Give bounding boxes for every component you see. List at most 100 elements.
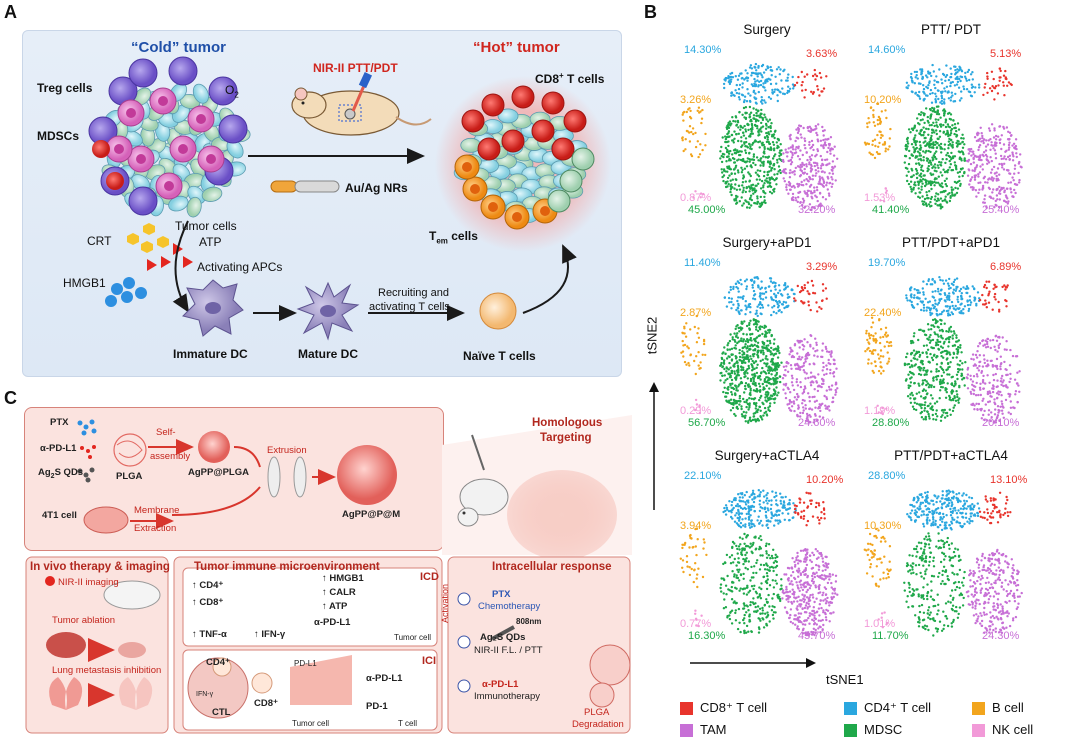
ptx-particles [77,419,97,436]
tsne-point [767,520,770,523]
tsne-point [775,141,778,144]
tsne-point [741,353,744,356]
tsne-point [960,292,963,295]
tsne-point [1002,416,1005,419]
tsne-point [790,161,794,164]
tsne-point [926,355,929,359]
tsne-point [981,186,985,190]
tsne-point [935,400,939,403]
tsne-point [722,82,726,86]
tsne-point [936,303,939,306]
tsne-point [910,187,913,191]
tsne-point [954,73,957,76]
tsne-point [953,155,957,158]
tsne-point [915,408,918,412]
tsne-point [1014,355,1018,358]
percentage-tam: 24.60% [798,417,836,429]
tsne-point [918,355,921,358]
tsne-point [1009,372,1012,376]
tsne-point [772,586,776,589]
tsne-point [987,292,991,295]
tsne-point [934,143,937,146]
tsne-point [811,375,814,378]
tsne-point [733,198,736,201]
tsne-point [924,401,927,404]
tsne-point [912,407,916,411]
tsne-point [876,133,879,137]
tsne-point [921,379,925,382]
tsne-point [765,516,768,519]
tsne-point [687,347,690,350]
tsne-point [782,373,786,377]
percentage-cd8: 3.29% [806,261,838,273]
tsne-point [700,121,703,125]
tsne-point [974,394,978,397]
tsne-point [738,200,741,203]
tsne-point [991,338,995,342]
tsne-point [766,161,770,164]
tsne-point [827,146,830,150]
tsne-point [785,361,788,364]
tsne-point [953,123,957,126]
tsne-point [816,188,819,192]
tsne-point [977,138,980,141]
tsne-point [924,140,927,143]
cd8-t-cells-label: CD8+ T cells [535,71,605,86]
tsne-point [991,363,994,367]
percentage-b: 3.26% [680,94,712,106]
tsne-point [829,152,832,155]
tsne-point [685,555,689,558]
tsne-point [932,346,935,350]
tsne-point [723,367,726,371]
tsne-point [914,155,918,158]
tsne-point [949,335,952,339]
tsne-point [997,390,1000,393]
tsne-point [765,177,768,180]
tsne-point [913,82,916,85]
tsne-point [755,108,758,111]
tsne-point [1012,155,1015,158]
tsne-point [746,340,750,344]
tsne-point [753,352,756,356]
tsne-point [745,186,748,189]
tsne-point [951,146,954,149]
tsne-point [1009,377,1012,380]
tsne-point [931,63,934,67]
recruiting-line-2: activating T cells [369,301,450,313]
tsne-point [870,352,873,355]
tsne-point [929,352,932,356]
tsne-point [681,546,684,550]
tsne-point [749,601,752,604]
tsne-point [770,346,773,350]
tsne-point [743,167,747,170]
tsne-point [816,164,819,167]
tsne-point [769,160,772,163]
cluster-mdsc [903,318,967,422]
tsne-point [740,283,743,286]
tsne-point [774,299,778,303]
tsne-point [771,177,775,181]
tsne-point [782,365,786,368]
tsne-point [776,137,779,141]
tsne-point [749,419,753,423]
tsne-point [805,177,808,181]
tsne-point [815,341,818,344]
tsne-point [909,397,912,400]
tsne-point [912,341,915,344]
pd-l1-label: PD-L1 [294,659,317,668]
tsne-point [939,171,942,174]
tsne-point [755,387,758,391]
tsne-point [934,181,938,184]
tsne-point [950,91,953,94]
tsne-point [927,278,931,281]
tsne-point [939,207,942,210]
tsne-point [999,367,1002,371]
tsne-point [972,150,975,153]
tsne-point [948,277,951,281]
tsne-point [919,144,922,147]
panel-a-illustration [88,56,611,341]
tsne-point [745,333,748,336]
tsne-point [814,78,817,81]
tsne-point [737,158,740,161]
